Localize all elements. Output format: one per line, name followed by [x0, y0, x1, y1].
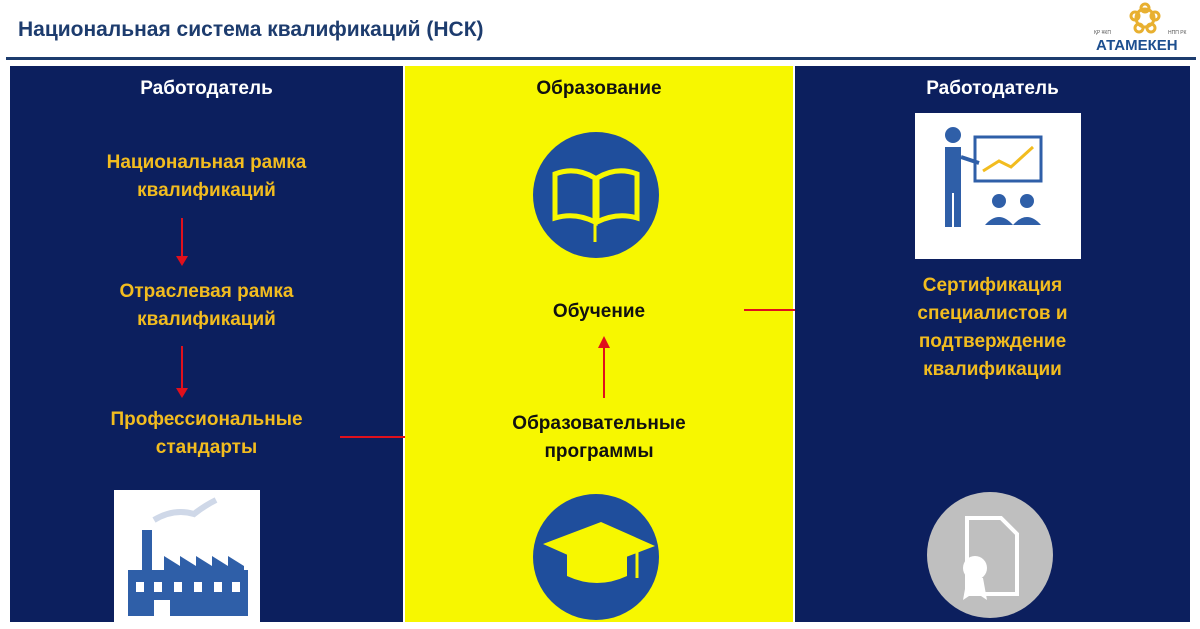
arrow-training-to-certification	[744, 309, 844, 311]
certification-text: Сертификация специалистов и подтверждени…	[917, 275, 1068, 380]
employer-panel-right: Работодатель Сертификация специалистов и…	[795, 66, 1190, 622]
graduation-cap-icon	[533, 494, 659, 620]
slide-title: Национальная система квалификаций (НСК)	[18, 18, 484, 41]
arrow-down-2	[181, 346, 183, 388]
national-framework: Национальная рамка квалификаций	[106, 152, 307, 201]
right-heading: Работодатель	[926, 78, 1059, 99]
logo-name: АТАМЕКЕН	[1096, 37, 1178, 54]
arrow-up	[603, 348, 605, 398]
logo-left-caption: ҚР ҰКП	[1094, 30, 1111, 36]
education-panel: Образование Обучение Образовательные про…	[405, 66, 793, 622]
professional-standards: Профессиональные стандарты	[110, 409, 303, 458]
educational-programs: Образовательные программы	[512, 413, 686, 462]
left-heading: Работодатель	[140, 78, 273, 99]
title-divider	[6, 57, 1196, 60]
employer-panel-left: Работодатель Национальная рамка квалифик…	[10, 66, 403, 622]
arrow-down-1	[181, 218, 183, 256]
sectoral-framework: Отраслевая рамка квалификаций	[119, 281, 294, 330]
middle-heading: Образование	[536, 78, 662, 99]
arrow-standards-to-programs	[340, 436, 435, 438]
certificate-icon	[927, 492, 1053, 618]
factory-icon	[114, 490, 260, 622]
book-icon	[533, 132, 659, 258]
presentation-icon	[915, 113, 1081, 259]
training-label: Обучение	[552, 301, 646, 322]
logo-right-caption: НПП РК	[1168, 30, 1187, 36]
atameken-logo: ҚР ҰКП НПП РК АТАМЕКЕН	[1090, 2, 1195, 54]
logo-ornament-icon	[1129, 2, 1161, 34]
